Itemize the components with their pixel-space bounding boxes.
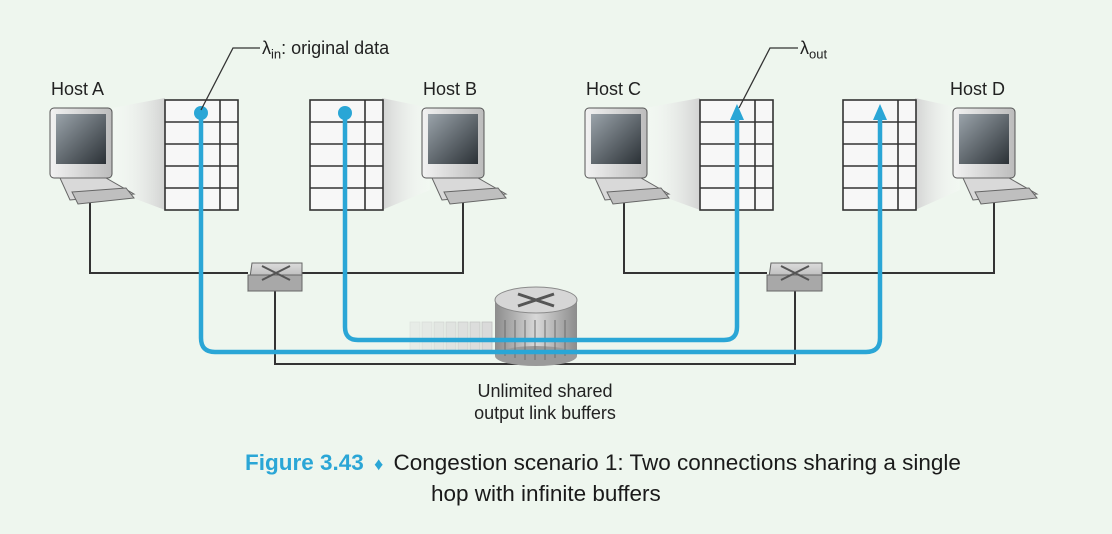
host-a-label: Host A — [51, 79, 105, 99]
host-c-label: Host C — [586, 79, 642, 99]
flow-source-dot — [338, 106, 352, 120]
caption-line1: Congestion scenario 1: Two connections s… — [393, 450, 961, 475]
host-b-label: Host B — [423, 79, 478, 99]
lambda-in-text: : original data — [281, 38, 390, 58]
caption-bullet: ♦ — [374, 454, 384, 474]
lambda-out-subscript: out — [809, 46, 828, 62]
shared-buffer-packets — [409, 321, 493, 351]
figure-caption: Figure 3.43 ♦ Congestion scenario 1: Two… — [245, 448, 1075, 509]
lambda-out-symbol: λ — [800, 38, 809, 58]
host-d-label: Host D — [950, 79, 1006, 99]
computer-icon — [421, 107, 508, 205]
lambda-in-leader — [200, 47, 260, 111]
beam-host-b — [382, 98, 430, 210]
router-buffer-label-line2: output link buffers — [474, 403, 616, 423]
caption-line2: hop with infinite buffers — [431, 481, 661, 506]
flow-arrowhead — [873, 104, 887, 120]
flow-arrowhead — [730, 104, 744, 120]
lambda-out-leader — [738, 47, 798, 109]
flow-paths — [198, 114, 883, 355]
lambda-out-label: λout — [800, 38, 827, 62]
flow-b-to-c — [342, 114, 740, 343]
router-buffer-label-line1: Unlimited shared — [477, 381, 613, 401]
lambda-in-subscript: in — [271, 46, 282, 62]
router-buffer-label: Unlimited shared output link buffers — [440, 380, 650, 424]
beam-host-d — [915, 98, 960, 210]
lambda-in-symbol: λ — [262, 38, 271, 58]
lambda-in-label: λin: original data — [262, 38, 389, 62]
figure-number: Figure 3.43 — [245, 450, 364, 475]
switch-icon — [247, 262, 303, 292]
flow-a-to-d — [198, 114, 883, 355]
switch-icon — [766, 262, 823, 292]
computer-icon — [584, 107, 671, 205]
computer-icon — [952, 107, 1039, 205]
computer-icon — [49, 107, 136, 205]
flow-source-dot — [194, 106, 208, 120]
beam-host-a — [112, 98, 165, 210]
beam-host-c — [645, 98, 700, 210]
